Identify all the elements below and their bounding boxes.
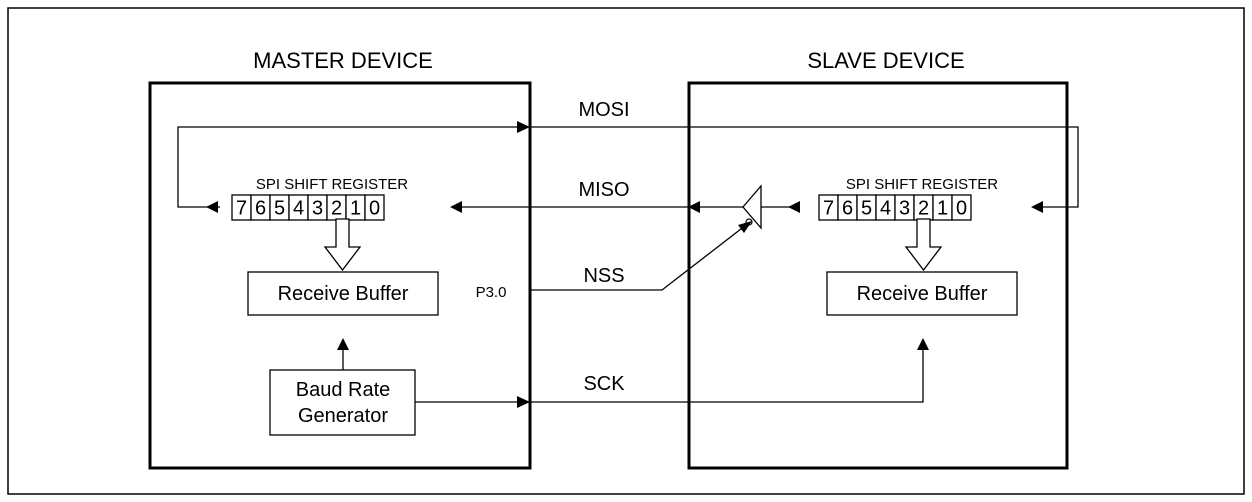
- master-hollow-arrow: [323, 218, 362, 272]
- slave-device-box: [687, 81, 1069, 470]
- slave-register-bit-label: 1: [937, 198, 948, 220]
- master-register-bit-label: 3: [312, 198, 323, 220]
- master-register-label: SPI SHIFT REGISTER: [256, 176, 408, 193]
- slave-register-bit-label: 5: [861, 198, 872, 220]
- master-device-title: MASTER DEVICE: [253, 48, 433, 73]
- slave-register-bit-label: 7: [823, 198, 834, 220]
- master-register-bit-label: 4: [293, 198, 304, 220]
- slave-device-title: SLAVE DEVICE: [807, 48, 964, 73]
- nss-line: [530, 221, 751, 291]
- master-register-cell: [364, 194, 385, 221]
- master-register-bit-label: 5: [274, 198, 285, 220]
- master-register-bit-label: 0: [369, 198, 380, 220]
- master-register-bit-label: 1: [350, 198, 361, 220]
- master-receive-buffer: [247, 271, 439, 316]
- outer-frame: [7, 7, 1245, 495]
- master-receive-buffer-label: Receive Buffer: [278, 283, 409, 305]
- baud-rate-label-line1: Baud Rate: [296, 379, 391, 401]
- sck-label: SCK: [583, 373, 625, 395]
- slave-receive-buffer: [826, 271, 1018, 316]
- master-register-bit-label: 6: [255, 198, 266, 220]
- miso-label: MISO: [578, 179, 629, 201]
- slave-register-bit-label: 4: [880, 198, 891, 220]
- miso-arrowhead-slave: [688, 201, 700, 213]
- mosi-arrowhead-mid: [517, 121, 530, 133]
- slave-register-bit-label: 2: [918, 198, 929, 220]
- master-register-bit-label: 7: [236, 198, 247, 220]
- slave-hollow-arrow: [904, 218, 943, 272]
- nss-label: NSS: [583, 265, 624, 287]
- slave-register-bit-label: 0: [956, 198, 967, 220]
- master-register-bit-label: 2: [331, 198, 342, 220]
- sck-arrowhead-slave: [917, 338, 929, 350]
- baud-to-buffer-arrowhead: [337, 338, 349, 350]
- baud-rate-generator: [269, 369, 416, 436]
- mosi-arrowhead-right: [1031, 201, 1043, 213]
- sck-arrowhead-mid: [517, 396, 530, 408]
- buffer-input-arrowhead: [788, 201, 800, 213]
- master-device-box: [148, 81, 532, 470]
- miso-arrowhead-master: [450, 201, 462, 213]
- nss-arrowhead: [738, 221, 752, 233]
- sck-line: [415, 350, 924, 403]
- mosi-label: MOSI: [578, 99, 629, 121]
- slave-receive-buffer-label: Receive Buffer: [857, 283, 988, 305]
- mosi-line: [177, 126, 1079, 208]
- baud-rate-label-line2: Generator: [298, 405, 388, 427]
- mosi-arrowhead-left: [206, 201, 218, 213]
- slave-register-bit-label: 3: [899, 198, 910, 220]
- slave-register-bit-label: 6: [842, 198, 853, 220]
- slave-register-label: SPI SHIFT REGISTER: [846, 176, 998, 193]
- slave-register-cell: [951, 194, 972, 221]
- p30-pin-label: P3.0: [476, 284, 507, 301]
